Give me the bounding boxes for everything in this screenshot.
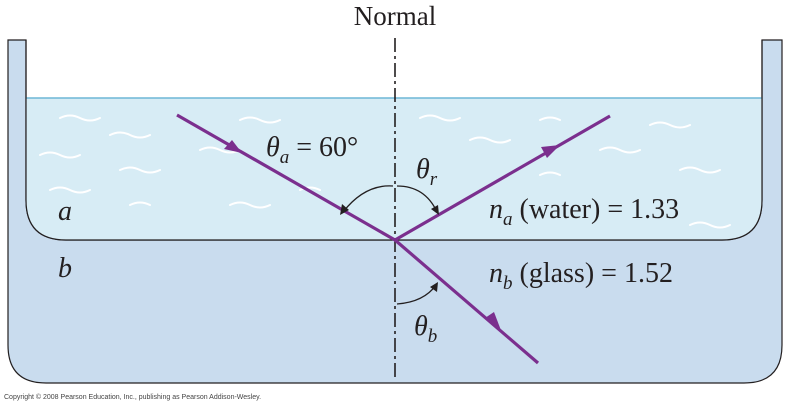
medium-b-label: b: [58, 253, 72, 284]
n-a-label: na (water) = 1.33: [489, 194, 679, 230]
medium-a-label: a: [58, 196, 72, 227]
theta-a-label: θa = 60°: [266, 132, 358, 168]
reflected-ray: [394, 114, 611, 242]
theta-b-label: θb: [414, 311, 437, 347]
theta-a-arc: [342, 185, 394, 213]
copyright-text: Copyright © 2008 Pearson Education, Inc.…: [4, 393, 261, 401]
water-ripples: [39, 114, 731, 229]
theta-r-arrowhead: [431, 205, 439, 215]
n-b-label: nb (glass) = 1.52: [489, 258, 673, 294]
reflected-ray-arrow: [541, 145, 560, 158]
theta-b-arrowhead: [430, 282, 438, 292]
refracted-ray: [393, 238, 540, 365]
theta-a-arrowhead: [340, 204, 349, 215]
normal-label: Normal: [354, 1, 436, 31]
incident-ray: [176, 113, 396, 242]
refracted-ray-arrow: [485, 312, 502, 333]
theta-r-label: θr: [416, 154, 438, 190]
incident-ray-arrow: [224, 140, 242, 153]
